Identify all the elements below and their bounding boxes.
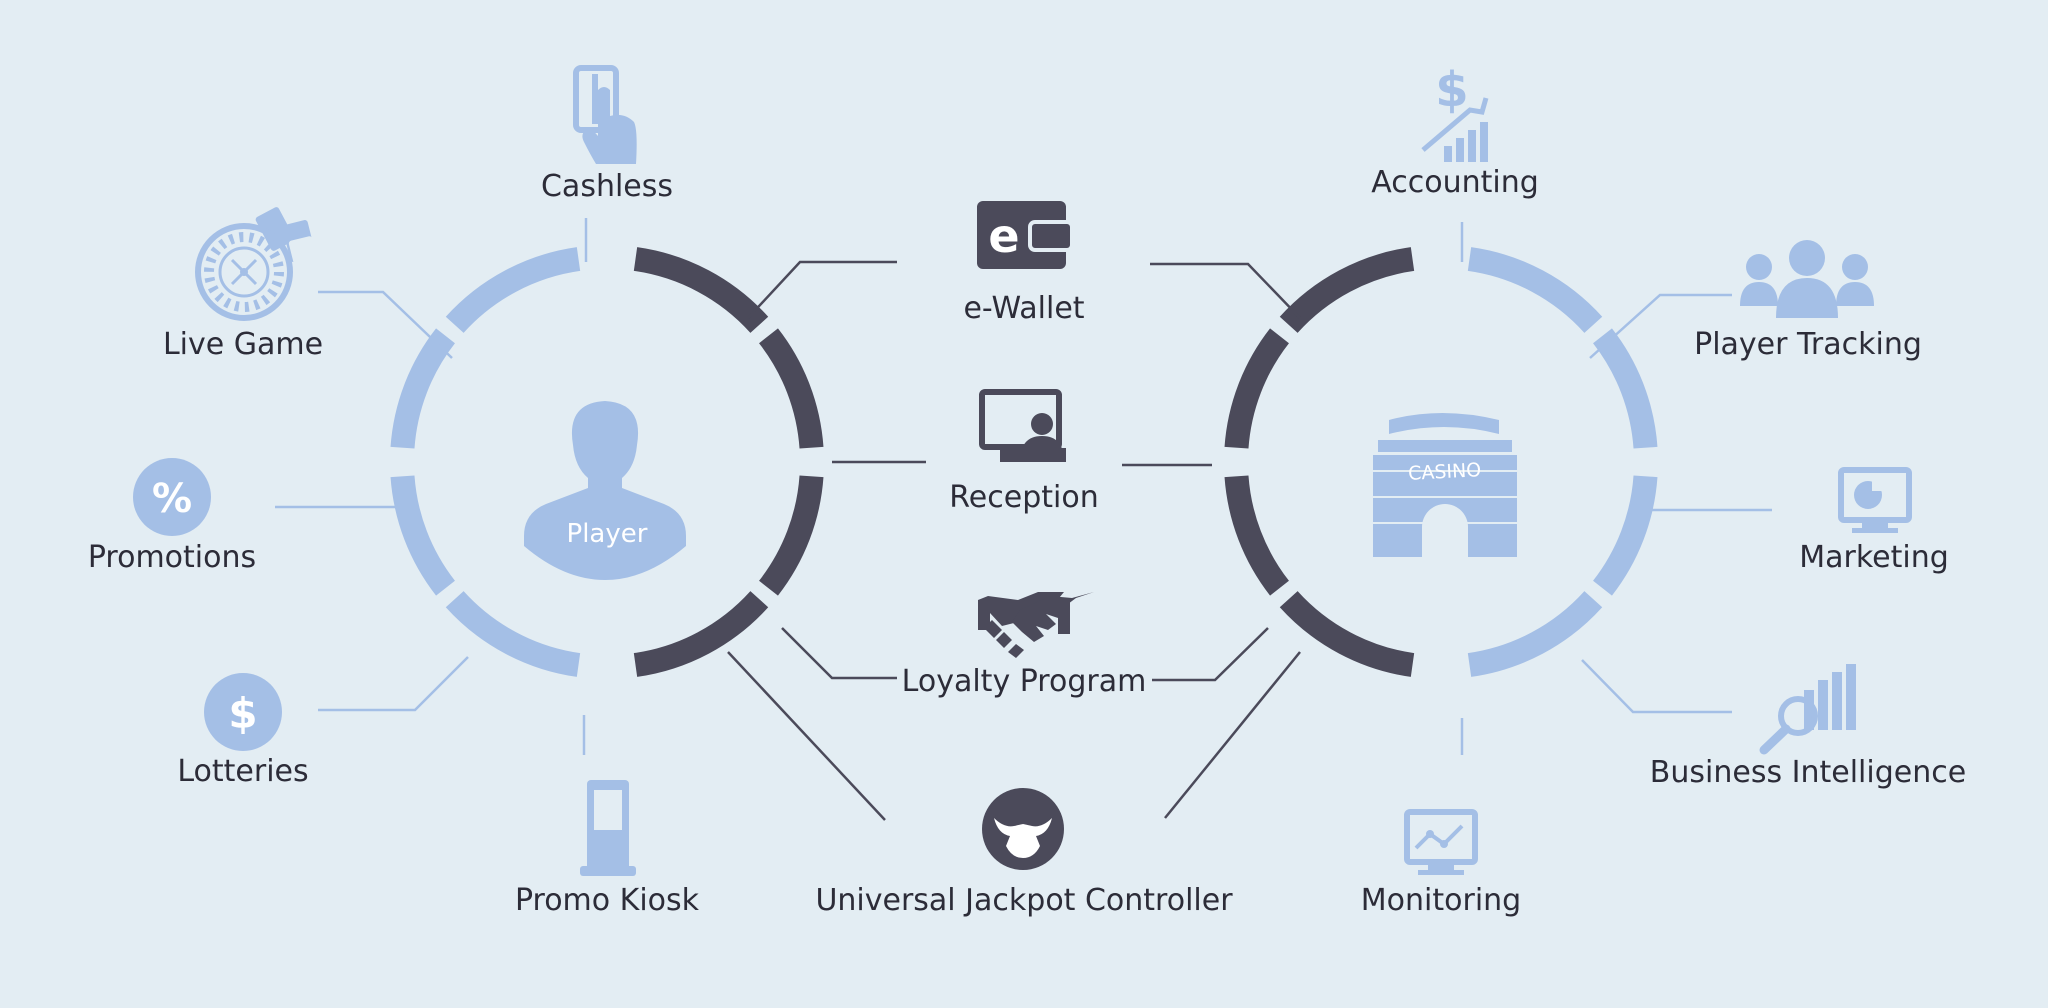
connector-player-tracking (1589, 293, 1732, 359)
label-live-game: Live Game (162, 327, 324, 362)
card-hand-icon (573, 65, 637, 164)
dollar-growth-icon: $ (1421, 62, 1489, 162)
player-avatar-icon (524, 401, 686, 580)
casino-ring-arc (1224, 475, 1290, 596)
dollar-circle-icon: $ (204, 673, 282, 751)
player-ring-arc (633, 591, 769, 677)
label-lotteries: Lotteries (177, 754, 309, 789)
percent-icon: % (133, 458, 211, 536)
svg-text:e: e (988, 209, 1019, 263)
bull-logo-icon (982, 788, 1064, 870)
line-monitor-icon (1404, 809, 1478, 875)
connector-business-intelligence (1581, 659, 1732, 714)
player-ring-arc (390, 328, 456, 449)
casino-hub-label: CASINO (1408, 459, 1482, 485)
label-universal-jackpot-controller: Universal Jackpot Controller (815, 883, 1233, 918)
connector-ujc-right (1164, 651, 1301, 819)
casino-ring (1224, 247, 1658, 677)
casino-ring-arc (1467, 591, 1603, 677)
handshake-icon (978, 592, 1094, 658)
casino-ring-arc (1279, 591, 1415, 677)
connector-lines (275, 218, 1772, 821)
connector-ewallet-right (1150, 262, 1301, 319)
casino-ring-arc (1592, 475, 1658, 596)
label-business-intelligence: Business Intelligence (1649, 755, 1967, 790)
label-promo-kiosk: Promo Kiosk (514, 883, 700, 918)
people-group-icon (1740, 240, 1874, 318)
connector-ujc-left (727, 651, 886, 821)
label-marketing: Marketing (1799, 540, 1949, 575)
connector-ewallet-left (747, 260, 897, 319)
casino-ring-arc (1592, 328, 1658, 449)
connector-live-game (318, 290, 453, 359)
player-ring-arc (390, 475, 456, 596)
label-promotions: Promotions (87, 540, 257, 575)
pie-monitor-icon (1838, 467, 1912, 533)
label-monitoring: Monitoring (1360, 883, 1522, 918)
label-accounting: Accounting (1371, 165, 1539, 200)
label-ewallet: e-Wallet (963, 291, 1085, 326)
player-ring-arc (445, 247, 581, 333)
casino-ring-arc (1467, 247, 1603, 333)
connector-loyalty-right (1152, 627, 1269, 682)
connector-lotteries (318, 656, 469, 712)
label-cashless: Cashless (540, 169, 674, 204)
label-player-tracking: Player Tracking (1694, 327, 1922, 362)
roulette-cards-icon (195, 207, 320, 321)
magnifier-bars-icon (1759, 664, 1856, 755)
casino-ring-arc (1224, 328, 1290, 449)
player-hub-label: Player (567, 519, 648, 549)
player-ring-arc (633, 247, 769, 333)
casino-building-icon (1373, 413, 1517, 557)
player-ring-arc (758, 475, 824, 596)
svg-text:%: % (152, 476, 192, 522)
svg-text:$: $ (1435, 62, 1468, 118)
ewallet-icon: e (977, 201, 1074, 269)
player-ring (390, 247, 824, 677)
svg-text:$: $ (228, 689, 257, 738)
player-ring-arc (445, 591, 581, 677)
label-reception: Reception (949, 480, 1099, 515)
connector-loyalty-left (781, 627, 897, 680)
reception-monitor-icon (979, 389, 1066, 462)
casino-ring-arc (1279, 247, 1415, 333)
player-ring-arc (758, 328, 824, 449)
label-loyalty-program: Loyalty Program (901, 664, 1147, 699)
kiosk-icon (580, 780, 636, 876)
